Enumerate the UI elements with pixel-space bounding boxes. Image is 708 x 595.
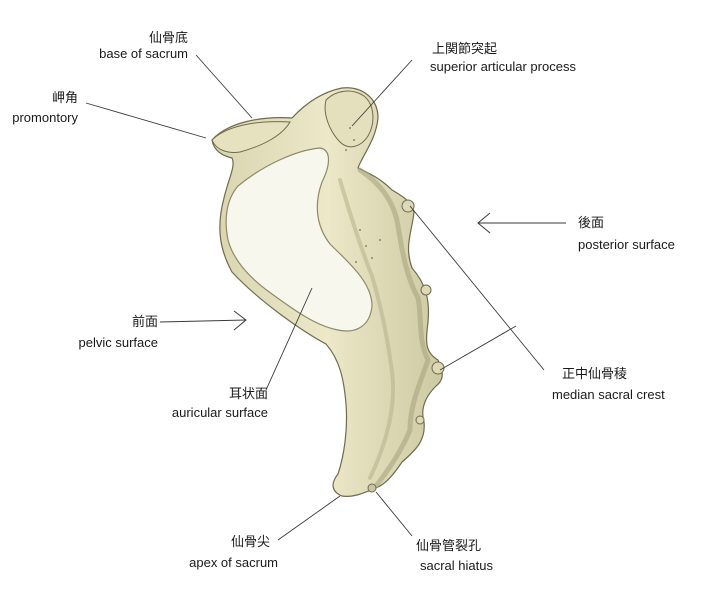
leader-apex-of-sacrum bbox=[277, 495, 341, 541]
leader-superior-articular-process bbox=[351, 59, 413, 127]
label-base-of-sacrum-en: base of sacrum bbox=[99, 46, 188, 61]
label-median-sacral-crest-ja: 正中仙骨稜 bbox=[562, 366, 628, 381]
label-base-of-sacrum-ja: 仙骨底 bbox=[148, 30, 188, 45]
label-apex-of-sacrum-ja: 仙骨尖 bbox=[230, 534, 270, 549]
label-median-sacral-crest: 正中仙骨稜 median sacral crest bbox=[552, 366, 665, 403]
leader-base-of-sacrum bbox=[195, 54, 253, 119]
label-sacral-hiatus: 仙骨管裂孔 sacral hiatus bbox=[412, 538, 493, 574]
leader-promontory bbox=[85, 102, 207, 139]
leader-auricular-surface bbox=[265, 287, 313, 391]
pelvic-arrow bbox=[159, 319, 247, 323]
label-superior-articular-process-en: superior articular process bbox=[430, 59, 576, 74]
label-base-of-sacrum: 仙骨底 base of sacrum bbox=[92, 30, 188, 62]
leader-sacral-hiatus bbox=[375, 491, 413, 537]
promontory-shape bbox=[211, 121, 291, 153]
label-auricular-surface-ja: 耳状面 bbox=[228, 386, 268, 401]
crest-shading bbox=[357, 167, 431, 489]
crest-tubercle bbox=[420, 284, 432, 296]
label-apex-of-sacrum-en: apex of sacrum bbox=[189, 555, 278, 570]
pelvic-arrow-head bbox=[233, 310, 247, 331]
posterior-arrow-head bbox=[477, 212, 491, 234]
leader-lines bbox=[85, 54, 545, 541]
label-apex-of-sacrum: 仙骨尖 apex of sacrum bbox=[178, 534, 278, 571]
crest-tubercle bbox=[431, 361, 445, 375]
bone-texture bbox=[345, 127, 381, 263]
label-promontory-ja: 岬角 bbox=[51, 90, 78, 105]
canal-shading bbox=[338, 178, 396, 480]
label-superior-articular-process: 上関節突起 superior articular process bbox=[430, 41, 576, 75]
label-promontory-en: promontory bbox=[12, 110, 78, 125]
label-sacral-hiatus-en: sacral hiatus bbox=[420, 558, 493, 573]
leader-median-sacral-crest-2 bbox=[439, 325, 517, 371]
label-posterior-surface-en: posterior surface bbox=[578, 237, 675, 252]
label-pelvic-surface-en: pelvic surface bbox=[78, 335, 158, 350]
label-auricular-surface-en: auricular surface bbox=[171, 405, 268, 420]
label-pelvic-surface: 前面 pelvic surface bbox=[60, 314, 158, 351]
label-pelvic-surface-ja: 前面 bbox=[131, 314, 158, 329]
sacral-hiatus-shape bbox=[367, 483, 377, 493]
crest-tubercle bbox=[401, 199, 415, 213]
superior-articular-process-shape bbox=[324, 90, 374, 148]
label-median-sacral-crest-en: median sacral crest bbox=[552, 387, 665, 402]
label-sacral-hiatus-ja: 仙骨管裂孔 bbox=[416, 538, 482, 553]
label-posterior-surface-ja: 後面 bbox=[578, 215, 605, 230]
label-auricular-surface: 耳状面 auricular surface bbox=[158, 386, 268, 421]
crest-tubercle bbox=[415, 415, 425, 425]
leader-median-sacral-crest bbox=[409, 205, 545, 371]
label-promontory: 岬角 promontory bbox=[6, 90, 78, 126]
label-posterior-surface: 後面 posterior surface bbox=[578, 215, 675, 253]
direction-arrows bbox=[159, 212, 566, 331]
label-superior-articular-process-ja: 上関節突起 bbox=[432, 41, 498, 56]
auricular-surface-shape bbox=[225, 147, 373, 332]
